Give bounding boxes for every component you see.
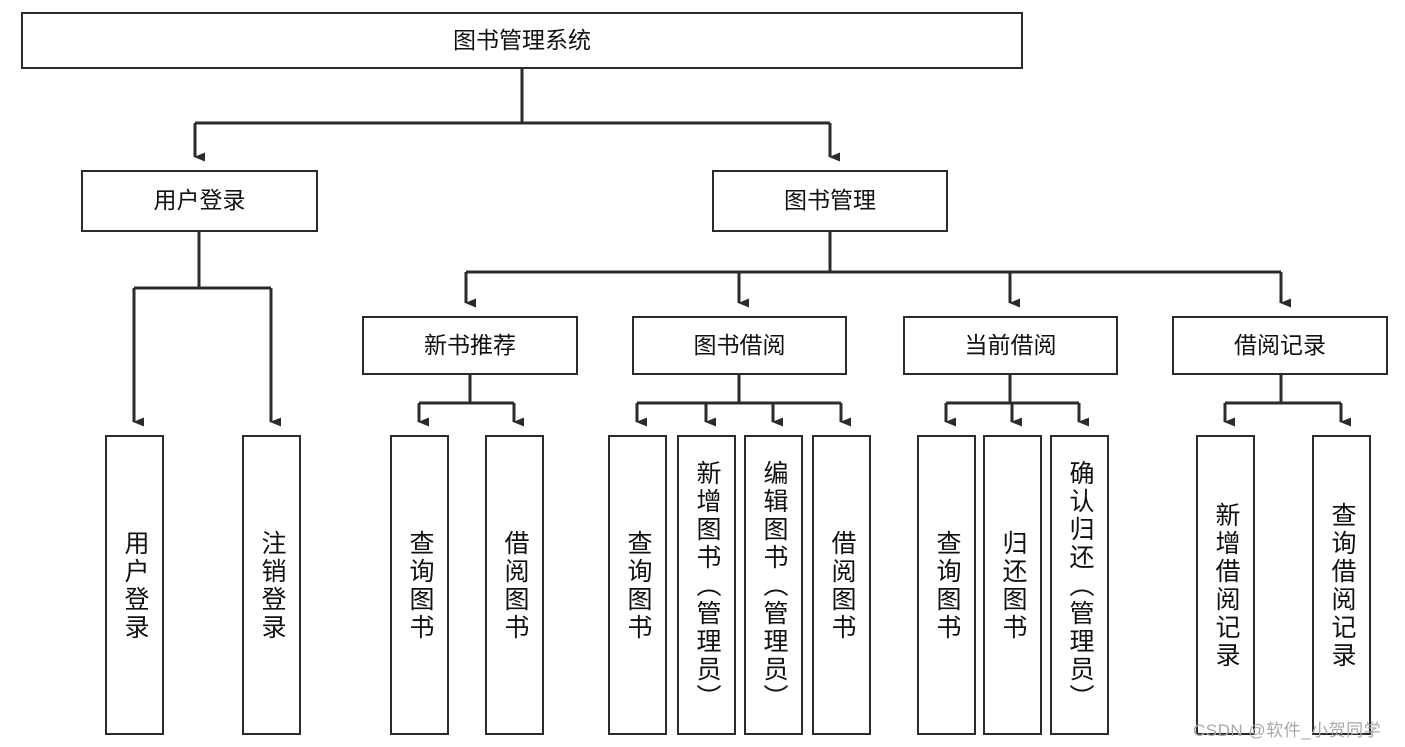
- node-leaf-query-borrow-record[interactable]: 查询借阅记录: [1312, 435, 1371, 735]
- node-label: 图书借阅: [693, 331, 786, 358]
- node-current-borrow[interactable]: 当前借阅: [903, 316, 1118, 375]
- node-user-login[interactable]: 用户登录: [81, 170, 318, 232]
- node-new-book-recommend[interactable]: 新书推荐: [362, 316, 578, 375]
- node-leaf-confirm-return[interactable]: 确认归还（管理员）: [1050, 435, 1109, 735]
- node-label: 注销登录: [258, 530, 286, 642]
- node-leaf-user-logout[interactable]: 注销登录: [242, 435, 301, 735]
- node-leaf-edit-book[interactable]: 编辑图书（管理员）: [744, 435, 803, 735]
- node-label: 查询图书: [624, 530, 652, 642]
- node-label: 编辑图书（管理员）: [760, 460, 788, 712]
- node-book-borrow[interactable]: 图书借阅: [632, 316, 847, 375]
- node-label: 借阅记录: [1234, 331, 1326, 358]
- node-leaf-borrow-book-recommend[interactable]: 借阅图书: [485, 435, 544, 735]
- node-label: 新增图书（管理员）: [693, 460, 721, 712]
- node-root-system[interactable]: 图书管理系统: [21, 12, 1023, 69]
- node-label: 图书管理: [784, 187, 876, 214]
- node-label: 归还图书: [999, 530, 1027, 642]
- node-label: 当前借阅: [964, 331, 1057, 358]
- node-label: 查询图书: [406, 530, 434, 642]
- node-label: 查询借阅记录: [1328, 502, 1356, 670]
- node-book-manage[interactable]: 图书管理: [712, 170, 948, 232]
- node-label: 用户登录: [153, 187, 246, 214]
- node-label: 确认归还（管理员）: [1066, 460, 1094, 712]
- node-label: 用户登录: [121, 530, 149, 642]
- node-label: 查询图书: [933, 530, 961, 642]
- node-label: 新增借阅记录: [1212, 502, 1240, 670]
- node-leaf-query-book-borrow[interactable]: 查询图书: [608, 435, 667, 735]
- node-label: 借阅图书: [501, 530, 529, 642]
- node-leaf-add-borrow-record[interactable]: 新增借阅记录: [1196, 435, 1255, 735]
- node-leaf-add-book[interactable]: 新增图书（管理员）: [677, 435, 736, 735]
- node-leaf-borrow-book[interactable]: 借阅图书: [812, 435, 871, 735]
- node-borrow-record[interactable]: 借阅记录: [1172, 316, 1388, 375]
- node-label: 借阅图书: [828, 530, 856, 642]
- node-leaf-return-book[interactable]: 归还图书: [983, 435, 1042, 735]
- node-leaf-query-book-recommend[interactable]: 查询图书: [390, 435, 449, 735]
- node-leaf-user-login[interactable]: 用户登录: [105, 435, 164, 735]
- node-label: 新书推荐: [424, 331, 516, 358]
- node-leaf-query-book-current[interactable]: 查询图书: [917, 435, 976, 735]
- node-label: 图书管理系统: [453, 26, 591, 53]
